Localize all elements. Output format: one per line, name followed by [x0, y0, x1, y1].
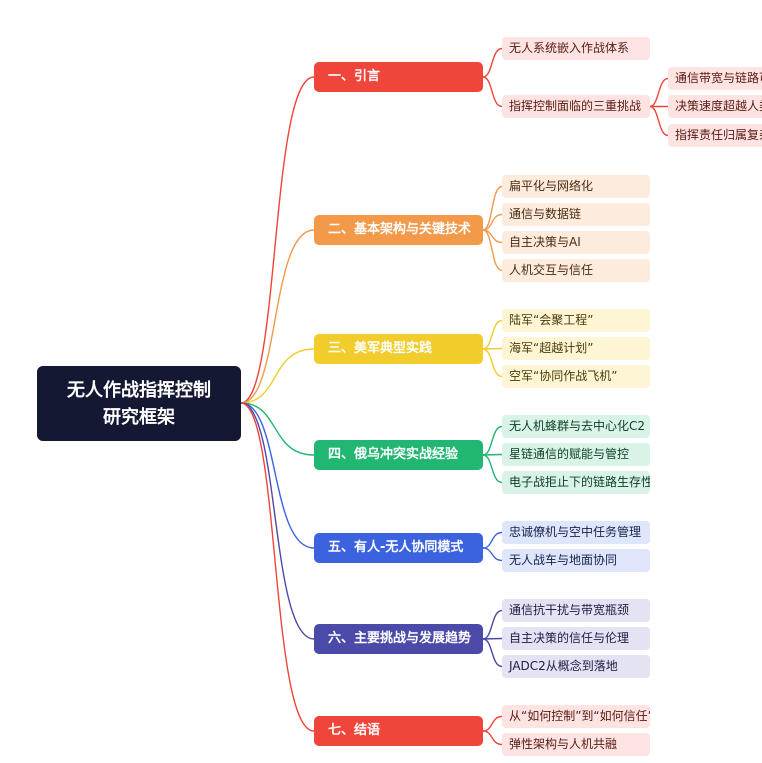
branch-leaf-connector	[482, 453, 503, 456]
branch-russia-ukraine[interactable]: 四、俄乌冲突实战经验	[314, 440, 483, 470]
branch-leaf-connector	[482, 319, 503, 350]
branch-leaf-connector	[482, 347, 503, 350]
branch-conclusion[interactable]: 七、结语	[314, 716, 483, 746]
leaf-item[interactable]: 空军“协同作战飞机”	[502, 365, 650, 388]
leaf-item[interactable]: 无人系统嵌入作战体系	[502, 37, 650, 60]
leaf-item[interactable]: 指挥控制面临的三重挑战	[502, 95, 650, 118]
leaf-item[interactable]: 电子战拒止下的链路生存性	[502, 471, 650, 494]
root-branch-connector	[240, 348, 315, 404]
leaf-subleaf-connector	[649, 77, 669, 108]
leaf-item[interactable]: 人机交互与信任	[502, 259, 650, 282]
root-branch-connector	[240, 402, 315, 640]
leaf-item[interactable]: 通信抗干扰与带宽瓶颈	[502, 599, 650, 622]
root-branch-connector	[240, 76, 315, 404]
branch-manned-unmanned[interactable]: 五、有人-无人协同模式	[314, 533, 483, 563]
leaf-item[interactable]: 自主决策与AI	[502, 231, 650, 254]
leaf-item[interactable]: 星链通信的赋能与管控	[502, 443, 650, 466]
branch-leaf-connector	[482, 531, 503, 549]
branch-leaf-connector	[482, 730, 503, 746]
sub-leaf-item[interactable]: 通信带宽与链路可	[668, 67, 762, 90]
leaf-item[interactable]: 无人战车与地面协同	[502, 549, 650, 572]
leaf-item[interactable]: 从“如何控制”到“如何信任”	[502, 705, 650, 728]
leaf-item[interactable]: 陆军“会聚工程”	[502, 309, 650, 332]
branch-leaf-connector	[482, 76, 503, 108]
root-branch-connector	[240, 402, 315, 456]
leaf-subleaf-connector	[649, 105, 669, 137]
leaf-item[interactable]: 忠诚僚机与空中任务管理	[502, 521, 650, 544]
branch-leaf-connector	[482, 229, 503, 272]
branch-us-practice[interactable]: 三、美军典型实践	[314, 334, 483, 364]
root-branch-connector	[240, 402, 315, 732]
leaf-item[interactable]: 弹性架构与人机共融	[502, 733, 650, 756]
sub-leaf-item[interactable]: 决策速度超越人类	[668, 95, 762, 118]
branch-leaf-connector	[482, 47, 503, 78]
branch-leaf-connector	[482, 715, 503, 732]
leaf-item[interactable]: 扁平化与网络化	[502, 175, 650, 198]
branch-leaf-connector	[482, 637, 503, 640]
branch-architecture[interactable]: 二、基本架构与关键技术	[314, 215, 483, 245]
branch-leaf-connector	[482, 454, 503, 484]
branch-challenges-trends[interactable]: 六、主要挑战与发展趋势	[314, 624, 483, 654]
leaf-item[interactable]: JADC2从概念到落地	[502, 655, 650, 678]
root-title-line2: 研究框架	[103, 406, 175, 428]
branch-leaf-connector	[482, 638, 503, 668]
branch-introduction[interactable]: 一、引言	[314, 62, 483, 92]
root-branch-connector	[240, 229, 315, 404]
root-title-line1: 无人作战指挥控制	[67, 379, 211, 401]
branch-leaf-connector	[482, 425, 503, 456]
branch-leaf-connector	[482, 609, 503, 640]
leaf-item[interactable]: 通信与数据链	[502, 203, 650, 226]
leaf-item[interactable]: 自主决策的信任与伦理	[502, 627, 650, 650]
leaf-item[interactable]: 无人机蜂群与去中心化C2	[502, 415, 650, 438]
branch-leaf-connector	[482, 348, 503, 378]
root-branch-connector	[240, 402, 315, 549]
branch-leaf-connector	[482, 185, 503, 231]
root-node[interactable]: 无人作战指挥控制 研究框架	[37, 366, 241, 441]
branch-leaf-connector	[482, 547, 503, 562]
sub-leaf-item[interactable]: 指挥责任归属复杂	[668, 124, 762, 147]
leaf-item[interactable]: 海军“超越计划”	[502, 337, 650, 360]
